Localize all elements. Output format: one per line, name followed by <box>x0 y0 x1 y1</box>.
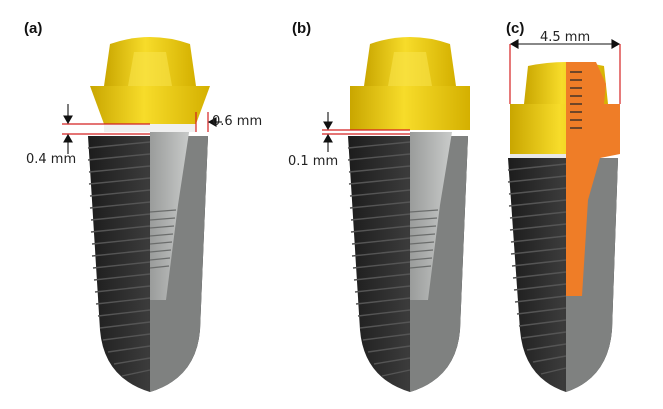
implant-a-abutment-collar <box>90 86 210 124</box>
implant-a-abutment-facet <box>128 52 172 86</box>
implant-b-abutment-collar <box>350 86 470 130</box>
implant-b-bore <box>410 132 452 300</box>
implant-a-internal-threads <box>149 209 177 269</box>
implant-b-dim-marks <box>322 129 410 135</box>
implant-a-threads <box>87 141 151 377</box>
implant-b <box>322 37 470 392</box>
dimension-b-vertical: 0.1 mm <box>288 154 339 169</box>
implant-a-gap <box>104 124 196 132</box>
implant-b-threads <box>347 141 411 377</box>
implant-c-gap <box>510 154 566 158</box>
panel-label-b: (b) <box>292 20 312 37</box>
implant-c-threads <box>507 163 567 375</box>
implant-a-dim-arrows <box>63 104 222 154</box>
implant-a-bore <box>150 126 190 300</box>
dimension-a-horizontal: 0.6 mm <box>212 114 263 129</box>
implant-b-internal-threads <box>409 209 439 269</box>
dimension-c-width: 4.5 mm <box>540 30 591 45</box>
implant-c-dim-arrow <box>509 39 621 49</box>
panel-label-a: (a) <box>24 20 43 37</box>
implant-c-dim-marks <box>509 44 621 104</box>
panel-label-c: (c) <box>506 20 525 37</box>
implant-a <box>62 37 222 392</box>
implant-a-dim-marks <box>62 112 209 135</box>
dimension-a-vertical: 0.4 mm <box>26 152 77 167</box>
implant-c-screw-threads <box>570 71 582 129</box>
implant-c <box>507 39 621 392</box>
implant-b-abutment-facet <box>388 52 432 86</box>
implant-b-dim-arrows <box>323 112 333 152</box>
